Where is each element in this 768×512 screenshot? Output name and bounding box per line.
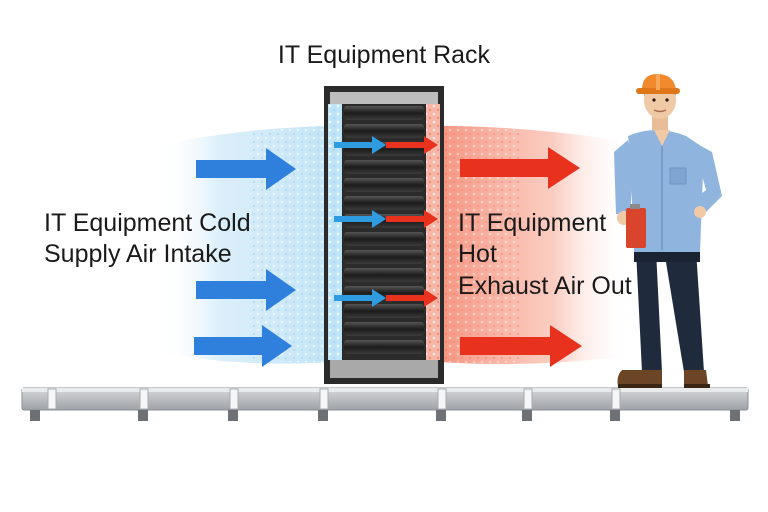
- cold-arrow: [196, 269, 296, 311]
- hot-air-label-line-1: IT Equipment: [458, 209, 607, 237]
- hot-air-label: IT Equipment Hot Exhaust Air Out: [458, 208, 632, 302]
- hot-exhaust-arrows: [460, 147, 582, 367]
- hot-air-label-line-3: Exhaust Air Out: [458, 271, 632, 300]
- diagram-title: IT Equipment Rack: [277, 41, 491, 69]
- clipboard-icon: [626, 204, 646, 248]
- rack-internal-airflow: [334, 136, 438, 307]
- hot-air-zone: [440, 126, 630, 364]
- server-blades: [344, 106, 424, 354]
- hot-air-label-line-2: Hot: [458, 240, 497, 269]
- hard-hat-icon: [636, 74, 680, 94]
- cold-arrow: [196, 148, 296, 190]
- worker-figure: [614, 74, 722, 388]
- hot-arrow: [460, 325, 582, 367]
- cold-arrow: [194, 325, 292, 367]
- server-rack-icon: [324, 86, 444, 384]
- cold-air-label: IT Equipment Cold Supply Air Intake: [44, 208, 251, 271]
- cold-air-label-line-1: IT Equipment Cold: [44, 209, 251, 237]
- cold-supply-arrows: [194, 148, 296, 367]
- raised-floor: [21, 387, 749, 421]
- hot-arrow: [460, 147, 580, 189]
- cold-air-label-line-2: Supply Air Intake: [44, 240, 232, 269]
